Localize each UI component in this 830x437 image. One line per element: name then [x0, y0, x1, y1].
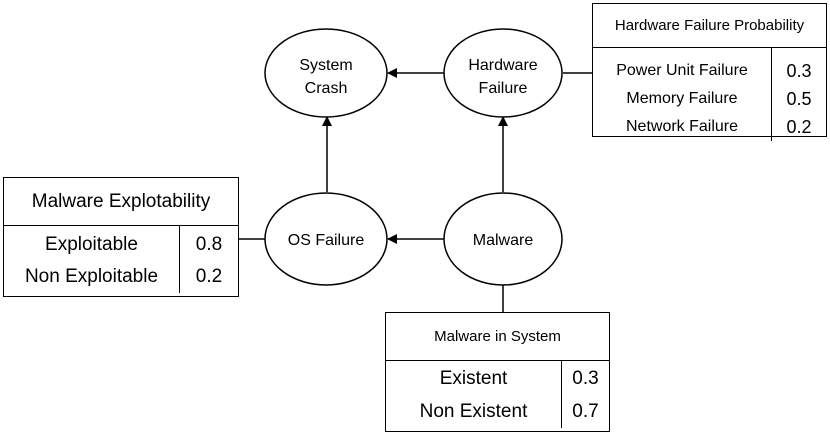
malware-exploitability-table: Malware Explotability Exploitable Non Ex… — [3, 177, 239, 297]
table-row-label: Exploitable — [45, 234, 138, 255]
table-row-label: Power Unit Failure — [616, 62, 748, 79]
table-row-value: 0.8 — [195, 234, 223, 255]
node-hardware-failure-label-line1: Hardware — [468, 57, 537, 74]
table-row-label: Non Exploitable — [24, 266, 159, 287]
node-system-crash: System Crash — [264, 28, 388, 118]
table-row-value: 0.3 — [572, 368, 599, 389]
node-malware: Malware — [443, 192, 563, 286]
table-row-label: Network Failure — [625, 118, 739, 135]
node-malware-label: Malware — [473, 232, 534, 249]
node-hardware-failure: Hardware Failure — [443, 28, 563, 118]
table-row-label: Memory Failure — [626, 90, 738, 107]
table-label-column: Exploitable Non Exploitable — [4, 226, 180, 293]
table-value-column: 0.3 0.7 — [562, 361, 609, 428]
node-hardware-failure-label-line2: Failure — [479, 80, 528, 97]
table-title: Malware Explotability — [4, 178, 238, 226]
node-system-crash-label-line2: Crash — [305, 80, 348, 97]
table-row-value: 0.7 — [572, 401, 599, 422]
malware-in-system-table: Malware in System Existent Non Existent … — [385, 312, 610, 432]
table-row-value: 0.2 — [786, 117, 812, 137]
table-label-column: Power Unit Failure Memory Failure Networ… — [593, 48, 772, 141]
table-title: Malware in System — [386, 313, 609, 361]
node-os-failure: OS Failure — [264, 192, 388, 286]
table-row-value: 0.5 — [786, 89, 812, 109]
node-os-failure-label: OS Failure — [288, 232, 365, 249]
table-row-value: 0.3 — [786, 61, 812, 81]
table-row-value: 0.2 — [195, 266, 223, 287]
table-row-label: Non Existent — [419, 401, 528, 422]
table-value-column: 0.8 0.2 — [180, 226, 238, 293]
table-title: Hardware Failure Probability — [593, 4, 826, 48]
node-system-crash-label-line1: System — [299, 57, 352, 74]
table-label-column: Existent Non Existent — [386, 361, 562, 428]
table-row-label: Existent — [439, 368, 508, 389]
table-value-column: 0.3 0.5 0.2 — [772, 48, 826, 141]
hardware-failure-probability-table: Hardware Failure Probability Power Unit … — [592, 3, 827, 141]
